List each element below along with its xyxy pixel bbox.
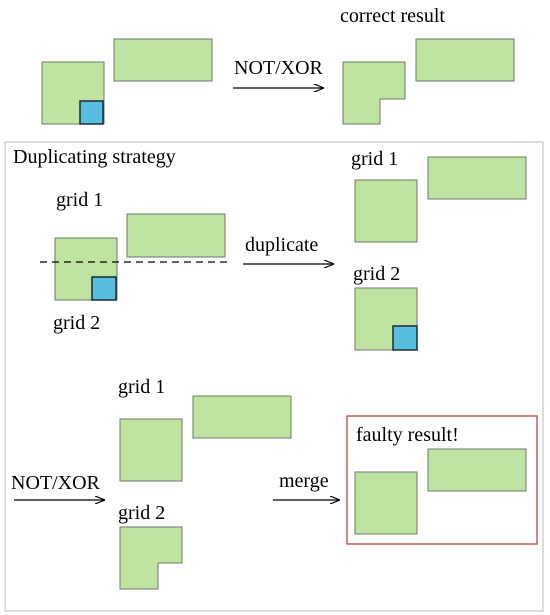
grid1-right-label: grid 1: [351, 148, 398, 170]
top-wide-rect: [113, 38, 213, 82]
grid1-wide-rect: [427, 156, 527, 200]
left-small-blue-square: [91, 276, 117, 301]
bottom-grid2-label: grid 2: [118, 502, 165, 524]
merge-label: merge: [279, 470, 329, 492]
faulty-result-box: [346, 415, 538, 545]
duplicate-label: duplicate: [245, 234, 318, 256]
duplicating-strategy-panel: [4, 141, 544, 612]
correct-result-wide-rect: [415, 38, 515, 82]
bottom-grid2-l-shape: [119, 526, 183, 590]
bottom-grid1-square: [119, 418, 183, 482]
bottom-grid1-label: grid 1: [118, 376, 165, 398]
top-operation-label: NOT/XOR: [234, 57, 324, 79]
grid2-small-blue-square: [392, 325, 418, 351]
left-wide-rect: [126, 213, 226, 258]
grid1-square: [354, 179, 418, 243]
correct-result-label: correct result: [340, 5, 445, 27]
faulty-result-label: faulty result!: [356, 424, 459, 446]
grid1-left-label: grid 1: [56, 189, 103, 211]
top-small-blue-square: [79, 100, 104, 125]
bottom-grid1-wide-rect: [192, 395, 292, 439]
faulty-square: [354, 471, 418, 535]
bottom-operation-label: NOT/XOR: [11, 472, 101, 494]
grid2-right-label: grid 2: [353, 263, 400, 285]
faulty-wide-rect: [427, 448, 527, 492]
panel-title: Duplicating strategy: [13, 146, 176, 168]
grid2-left-label: grid 2: [53, 312, 100, 334]
correct-result-l-shape: [342, 61, 406, 125]
